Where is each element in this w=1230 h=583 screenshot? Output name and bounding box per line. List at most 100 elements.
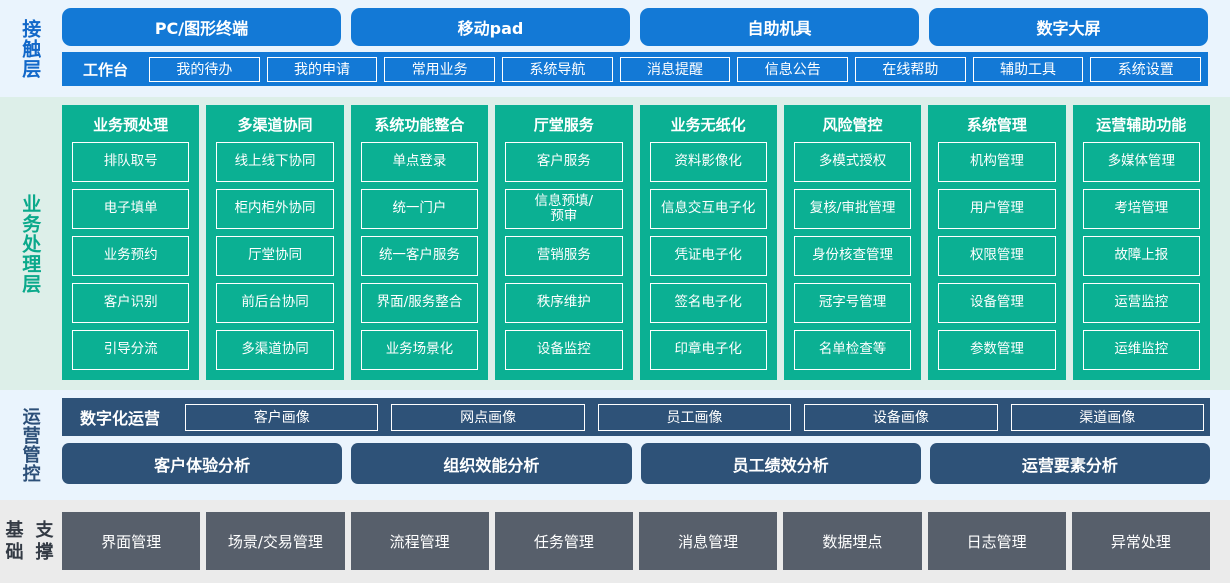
base-box-scenario-transaction-management[interactable]: 场景/交易管理 bbox=[206, 512, 345, 570]
base-box-process-management[interactable]: 流程管理 bbox=[350, 512, 489, 570]
biz-column-risk-control: 风险管控 多模式授权 复核/审批管理 身份核查管理 冠字号管理 名单检查等 bbox=[783, 105, 922, 380]
biz-item[interactable]: 引导分流 bbox=[72, 330, 190, 370]
layer-contact-body: PC/图形终端 移动pad 自助机具 数字大屏 工作台 我的待办 我的申请 常用… bbox=[60, 0, 1230, 97]
base-box-data-tracking[interactable]: 数据埋点 bbox=[783, 512, 922, 570]
biz-item[interactable]: 统一客户服务 bbox=[360, 236, 479, 276]
workbench-chip-my-todo[interactable]: 我的待办 bbox=[149, 56, 260, 82]
base-box-message-management[interactable]: 消息管理 bbox=[639, 512, 778, 570]
biz-column-title: 系统管理 bbox=[966, 115, 1027, 134]
biz-item[interactable]: 单点登录 bbox=[360, 142, 479, 182]
biz-item[interactable]: 名单检查等 bbox=[793, 330, 912, 370]
biz-item[interactable]: 设备监控 bbox=[505, 330, 623, 370]
biz-item[interactable]: 电子填单 bbox=[72, 189, 190, 229]
layer-label-base-line1: 基础 bbox=[5, 520, 25, 563]
terminal-box-self-service[interactable]: 自助机具 bbox=[640, 8, 919, 46]
terminal-box-digital-screen[interactable]: 数字大屏 bbox=[929, 8, 1208, 46]
biz-item[interactable]: 客户识别 bbox=[72, 283, 190, 323]
ops-chip-employee-profile[interactable]: 员工画像 bbox=[597, 403, 792, 431]
workbench-row: 工作台 我的待办 我的申请 常用业务 系统导航 消息提醒 信息公告 在线帮助 辅… bbox=[62, 52, 1208, 86]
analysis-row: 客户体验分析 组织效能分析 员工绩效分析 运营要素分析 bbox=[62, 443, 1210, 484]
biz-item[interactable]: 柜内柜外协同 bbox=[216, 189, 334, 229]
biz-item[interactable]: 故障上报 bbox=[1082, 236, 1200, 276]
layer-label-business: 业务处理层 bbox=[19, 193, 42, 294]
biz-column-title: 多渠道协同 bbox=[237, 115, 313, 134]
biz-item[interactable]: 凭证电子化 bbox=[649, 236, 767, 276]
biz-item[interactable]: 业务场景化 bbox=[360, 330, 479, 370]
workbench-chip-auxiliary-tools[interactable]: 辅助工具 bbox=[972, 56, 1084, 82]
biz-item[interactable]: 资料影像化 bbox=[649, 142, 767, 182]
terminal-box-pc[interactable]: PC/图形终端 bbox=[62, 8, 341, 46]
biz-item[interactable]: 多媒体管理 bbox=[1082, 142, 1200, 182]
biz-item[interactable]: 排队取号 bbox=[72, 142, 190, 182]
biz-column-title: 系统功能整合 bbox=[374, 115, 465, 134]
workbench-chip-message-reminder[interactable]: 消息提醒 bbox=[619, 56, 731, 82]
digital-operations-title: 数字化运营 bbox=[80, 409, 161, 428]
ops-box-organization-efficiency-analysis[interactable]: 组织效能分析 bbox=[351, 443, 632, 484]
layer-business: 业务处理层 业务预处理 排队取号 电子填单 业务预约 客户识别 引导分流 多渠道… bbox=[0, 97, 1230, 390]
biz-column-operation-support: 运营辅助功能 多媒体管理 考培管理 故障上报 运营监控 运维监控 bbox=[1072, 105, 1210, 380]
biz-item[interactable]: 身份核查管理 bbox=[793, 236, 912, 276]
biz-item[interactable]: 客户服务 bbox=[505, 142, 623, 182]
workbench-chip-common-business[interactable]: 常用业务 bbox=[384, 56, 496, 82]
digital-operations-row: 数字化运营 客户画像 网点画像 员工画像 设备画像 渠道画像 bbox=[62, 398, 1210, 436]
layer-operations-control: 运营管控 数字化运营 客户画像 网点画像 员工画像 设备画像 渠道画像 客户体验… bbox=[0, 390, 1230, 500]
biz-item[interactable]: 运维监控 bbox=[1082, 330, 1200, 370]
biz-item[interactable]: 权限管理 bbox=[938, 236, 1056, 276]
biz-item[interactable]: 统一门户 bbox=[360, 189, 479, 229]
terminal-row: PC/图形终端 移动pad 自助机具 数字大屏 bbox=[62, 8, 1208, 46]
biz-item[interactable]: 线上线下协同 bbox=[216, 142, 334, 182]
layer-label-operations: 运营管控 bbox=[19, 407, 41, 483]
layer-base-body: 界面管理 场景/交易管理 流程管理 任务管理 消息管理 数据埋点 日志管理 异常… bbox=[60, 500, 1230, 583]
layer-operations-body: 数字化运营 客户画像 网点画像 员工画像 设备画像 渠道画像 客户体验分析 组织… bbox=[60, 390, 1230, 500]
biz-item[interactable]: 信息交互电子化 bbox=[649, 189, 767, 229]
biz-item[interactable]: 信息预填/ 预审 bbox=[505, 189, 623, 229]
workbench-chip-my-application[interactable]: 我的申请 bbox=[266, 56, 378, 82]
biz-column-title: 风险管控 bbox=[822, 115, 883, 134]
workbench-chip-information-bulletin[interactable]: 信息公告 bbox=[737, 56, 849, 82]
layer-business-body: 业务预处理 排队取号 电子填单 业务预约 客户识别 引导分流 多渠道协同 线上线… bbox=[60, 97, 1230, 390]
biz-item[interactable]: 参数管理 bbox=[938, 330, 1056, 370]
layer-label-base-support: 基础 支撑 bbox=[0, 500, 60, 583]
ops-chip-customer-profile[interactable]: 客户画像 bbox=[185, 403, 379, 431]
biz-item[interactable]: 印章电子化 bbox=[649, 330, 767, 370]
ops-chip-channel-profile[interactable]: 渠道画像 bbox=[1010, 403, 1204, 431]
biz-item[interactable]: 厅堂协同 bbox=[216, 236, 334, 276]
biz-item[interactable]: 业务预约 bbox=[72, 236, 190, 276]
ops-chip-branch-profile[interactable]: 网点画像 bbox=[391, 403, 585, 431]
biz-column-title: 运营辅助功能 bbox=[1096, 115, 1187, 134]
biz-item[interactable]: 秩序维护 bbox=[505, 283, 623, 323]
biz-item[interactable]: 设备管理 bbox=[938, 283, 1056, 323]
biz-column-title: 业务无纸化 bbox=[670, 115, 746, 134]
biz-item[interactable]: 营销服务 bbox=[505, 236, 623, 276]
biz-item[interactable]: 运营监控 bbox=[1082, 283, 1200, 323]
biz-item[interactable]: 用户管理 bbox=[938, 189, 1056, 229]
workbench-chip-system-settings[interactable]: 系统设置 bbox=[1090, 56, 1202, 82]
workbench-title: 工作台 bbox=[83, 60, 129, 79]
base-box-task-management[interactable]: 任务管理 bbox=[494, 512, 633, 570]
layer-label-base-line2: 支撑 bbox=[35, 520, 55, 563]
ops-box-operation-factor-analysis[interactable]: 运营要素分析 bbox=[929, 443, 1210, 484]
biz-item[interactable]: 机构管理 bbox=[938, 142, 1056, 182]
biz-item[interactable]: 签名电子化 bbox=[649, 283, 767, 323]
ops-box-employee-performance-analysis[interactable]: 员工绩效分析 bbox=[640, 443, 921, 484]
biz-item[interactable]: 冠字号管理 bbox=[793, 283, 912, 323]
biz-item[interactable]: 考培管理 bbox=[1082, 189, 1200, 229]
terminal-box-mobile-pad[interactable]: 移动pad bbox=[351, 8, 630, 46]
workbench-chip-online-help[interactable]: 在线帮助 bbox=[855, 56, 966, 82]
biz-column-title: 厅堂服务 bbox=[533, 115, 594, 134]
biz-item[interactable]: 多渠道协同 bbox=[216, 330, 334, 370]
workbench-chip-system-navigation[interactable]: 系统导航 bbox=[502, 56, 613, 82]
base-box-exception-handling[interactable]: 异常处理 bbox=[1071, 512, 1210, 570]
biz-item[interactable]: 复核/审批管理 bbox=[793, 189, 912, 229]
base-box-log-management[interactable]: 日志管理 bbox=[927, 512, 1066, 570]
biz-item[interactable]: 多模式授权 bbox=[793, 142, 912, 182]
biz-column-lobby-service: 厅堂服务 客户服务 信息预填/ 预审 营销服务 秩序维护 设备监控 bbox=[495, 105, 633, 380]
layer-label-contact: 接触层 bbox=[19, 18, 42, 79]
layer-contact: 接触层 PC/图形终端 移动pad 自助机具 数字大屏 工作台 我的待办 我的申… bbox=[0, 0, 1230, 97]
ops-box-customer-experience-analysis[interactable]: 客户体验分析 bbox=[62, 443, 343, 484]
biz-item[interactable]: 界面/服务整合 bbox=[360, 283, 479, 323]
ops-chip-device-profile[interactable]: 设备画像 bbox=[804, 403, 998, 431]
biz-item[interactable]: 前后台协同 bbox=[216, 283, 334, 323]
base-box-interface-management[interactable]: 界面管理 bbox=[62, 512, 201, 570]
